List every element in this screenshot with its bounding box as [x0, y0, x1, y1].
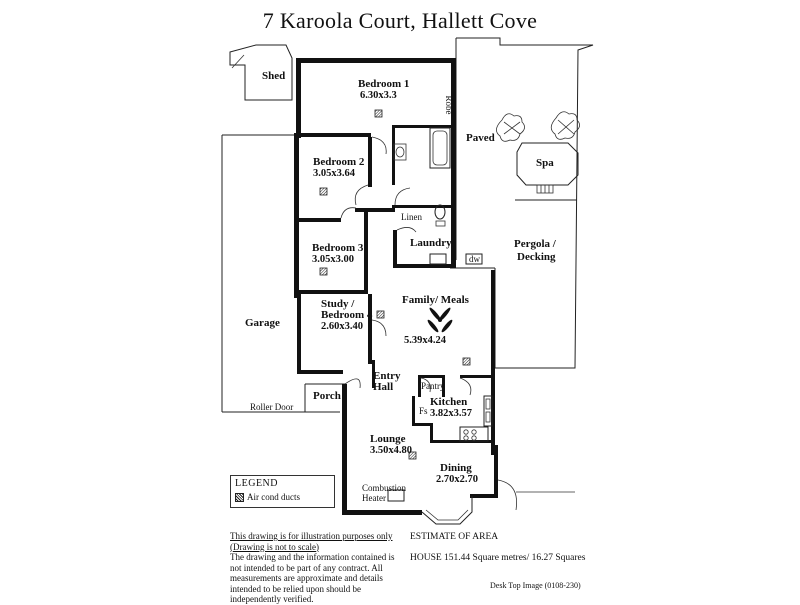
tree-icon — [550, 111, 580, 140]
door-swing — [497, 479, 517, 511]
label-shed: Shed — [262, 70, 285, 82]
spa — [516, 142, 579, 194]
dim-study: 2.60x3.40 — [321, 321, 363, 332]
image-reference: Desk Top Image (0108-230) — [490, 581, 581, 590]
dim-bedroom-1: 6.30x3.3 — [360, 90, 397, 101]
stove-icon — [459, 426, 489, 442]
legend-title: LEGEND — [235, 478, 278, 489]
label-dining: Dining — [440, 462, 472, 474]
label-bedroom-4: Bedroom 4 — [321, 309, 373, 321]
label-fs: Fs — [419, 406, 428, 416]
combustion-heater-box — [387, 489, 405, 502]
dim-family-meals: 5.39x4.24 — [404, 335, 447, 346]
toilet-icon — [434, 204, 446, 227]
estimate-house: HOUSE 151.44 Square metres/ 16.27 Square… — [410, 553, 586, 563]
label-porch: Porch — [313, 390, 341, 402]
air-cond-duct-markers — [319, 109, 471, 460]
label-heater: Heater — [362, 493, 386, 503]
dim-bedroom-2: 3.05x3.64 — [313, 168, 356, 179]
garage — [221, 134, 340, 413]
label-laundry: Laundry — [410, 237, 452, 249]
dim-kitchen: 3.82x3.57 — [430, 408, 472, 419]
outdoor-area — [450, 37, 594, 369]
shed — [229, 44, 293, 101]
dim-bedroom-3: 3.05x3.00 — [312, 254, 354, 265]
house-walls — [294, 58, 498, 515]
label-study: Study / — [321, 298, 355, 310]
label-decking: Decking — [517, 251, 556, 263]
disclaimer: This drawing is for illustration purpose… — [230, 531, 405, 605]
estimate-heading: ESTIMATE OF AREA — [410, 532, 499, 542]
basin-icon — [393, 143, 407, 161]
air-cond-duct-icon — [235, 492, 244, 502]
label-bedroom-2: Bedroom 2 — [313, 156, 365, 168]
legend-item: Air cond ducts — [235, 492, 330, 502]
plan-title: 7 Karoola Court, Hallett Cove — [262, 8, 538, 33]
dishwasher-box — [465, 253, 483, 265]
tree-icon — [496, 113, 525, 142]
label-kitchen: Kitchen — [430, 396, 467, 408]
label-hall: Hall — [373, 381, 393, 393]
label-family-meals: Family/ Meals — [402, 294, 470, 306]
label-bedroom-1: Bedroom 1 — [358, 78, 409, 90]
label-roller-door: Roller Door — [250, 402, 293, 412]
bay-window — [421, 496, 473, 525]
laundry-tub-icon — [429, 253, 447, 265]
label-combustion: Combustion — [362, 483, 407, 493]
legend: LEGEND Air cond ducts — [230, 475, 335, 508]
label-pantry: Pantry — [421, 381, 445, 391]
label-garage: Garage — [245, 317, 280, 329]
sink-icon — [483, 395, 493, 427]
label-pergola: Pergola / — [514, 238, 557, 250]
bathtub-icon — [429, 127, 451, 169]
disclaimer-body: The drawing and the information containe… — [230, 552, 395, 604]
label-linen: Linen — [401, 212, 422, 222]
dim-dining: 2.70x2.70 — [436, 474, 478, 485]
label-robe: Robe — [444, 96, 454, 115]
label-lounge: Lounge — [370, 433, 406, 445]
disclaimer-line-1: This drawing is for illustration purpose… — [230, 531, 393, 541]
area-estimate: ESTIMATE OF AREA HOUSE 151.44 Square met… — [410, 531, 585, 565]
dim-lounge: 3.50x4.80 — [370, 445, 412, 456]
label-bedroom-3: Bedroom 3 — [312, 242, 364, 254]
legend-item-label: Air cond ducts — [247, 492, 300, 502]
ceiling-fan-icon — [427, 307, 453, 333]
label-dw: dw — [469, 254, 481, 264]
label-entry: Entry — [373, 370, 401, 382]
porch-outline — [304, 378, 361, 412]
door-swings — [340, 136, 472, 396]
label-spa: Spa — [536, 157, 554, 169]
label-paved: Paved — [466, 132, 495, 144]
disclaimer-line-2: (Drawing is not to scale) — [230, 541, 319, 552]
